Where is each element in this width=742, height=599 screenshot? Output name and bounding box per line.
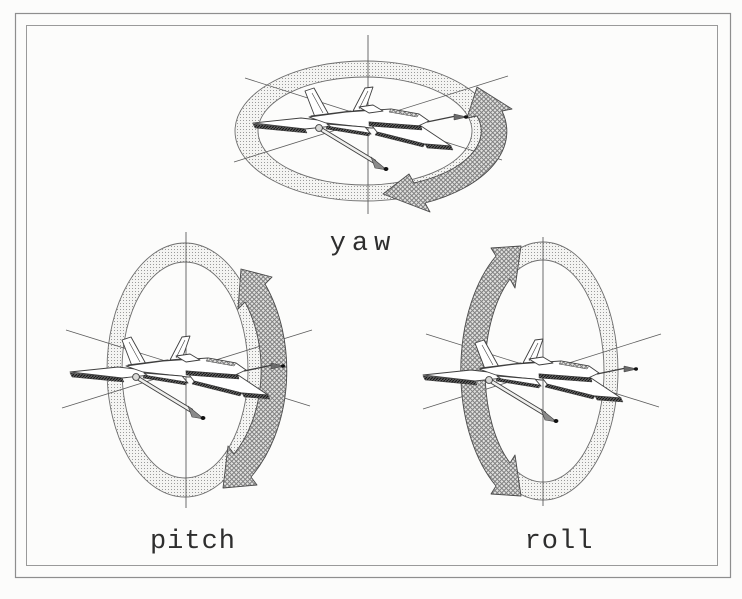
roll-figure <box>423 237 662 506</box>
roll-label: roll <box>525 527 594 557</box>
inner-border <box>26 25 718 566</box>
yaw-figure <box>233 35 513 214</box>
pitch-figure <box>61 232 313 508</box>
outer-border <box>14 12 732 579</box>
pitch-rotation-arrow <box>222 268 288 489</box>
pitch-label: pitch <box>150 527 236 557</box>
yaw-rotation-arrow <box>382 86 513 213</box>
yaw-label: yaw <box>330 229 397 259</box>
